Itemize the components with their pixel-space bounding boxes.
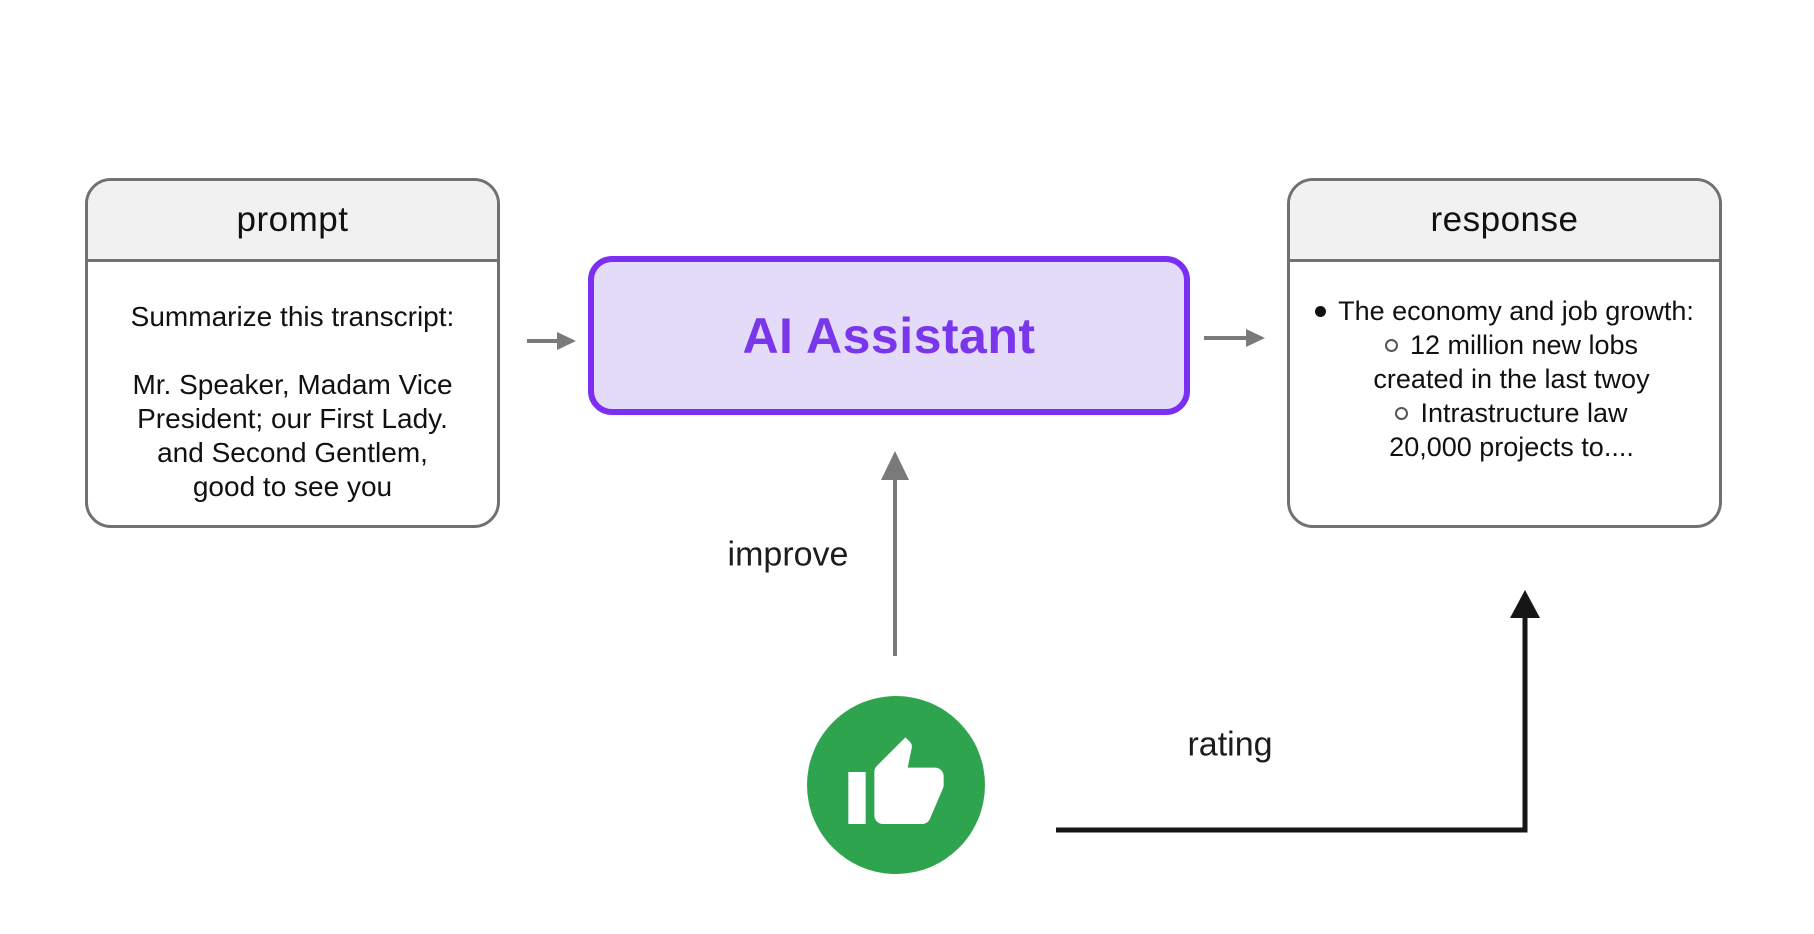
prompt-box: prompt Summarize this transcript: Mr. Sp…	[85, 178, 500, 528]
thumbs-up-icon	[848, 737, 944, 824]
prompt-box-body: Summarize this transcript: Mr. Speaker, …	[88, 262, 497, 504]
response-subbullet-line: Intrastructure law	[1304, 396, 1719, 430]
prompt-line: President; our First Lady.	[137, 403, 448, 434]
response-subbullet-text: 12 million new lobs	[1409, 330, 1639, 360]
prompt-line	[88, 334, 497, 368]
response-bullet-text: The economy and job growth:	[1338, 296, 1694, 326]
prompt-to-ai-arrow	[527, 332, 576, 350]
ai-assistant-box: AI Assistant	[588, 256, 1190, 415]
response-subbullet-continuation: 20,000 projects to....	[1304, 430, 1719, 464]
improve-label: improve	[727, 535, 849, 574]
response-subbullet-line: 12 million new lobs	[1304, 328, 1719, 362]
response-subbullet-continuation: created in the last twoy	[1304, 362, 1719, 396]
response-box: response The economy and job growth: 12 …	[1287, 178, 1722, 528]
prompt-line: and Second Gentlem,	[157, 437, 428, 468]
improve-arrow	[881, 451, 909, 656]
prompt-box-header: prompt	[88, 181, 497, 262]
response-bullet-line: The economy and job growth:	[1290, 294, 1719, 328]
response-subbullet-text: created in the last twoy	[1373, 364, 1650, 394]
ai-to-response-arrow	[1204, 329, 1265, 347]
prompt-box-title: prompt	[236, 200, 349, 239]
response-box-header: response	[1290, 181, 1719, 262]
response-subbullet-text: 20,000 projects to....	[1389, 432, 1634, 462]
prompt-line: Mr. Speaker, Madam Vice	[132, 369, 453, 400]
thumbs-up-badge	[807, 696, 985, 874]
bullet-disc-icon	[1315, 305, 1327, 317]
rating-arrow	[1056, 590, 1540, 833]
rating-label: rating	[1187, 725, 1273, 764]
bullet-ring-icon	[1395, 406, 1409, 420]
response-subbullet-text: Intrastructure law	[1420, 398, 1628, 428]
prompt-line: Summarize this transcript:	[130, 301, 455, 332]
ai-assistant-label: AI Assistant	[742, 307, 1036, 364]
response-box-body: The economy and job growth: 12 million n…	[1290, 262, 1719, 464]
prompt-line: good to see you	[192, 471, 393, 502]
response-box-title: response	[1430, 200, 1579, 239]
bullet-ring-icon	[1384, 338, 1398, 352]
